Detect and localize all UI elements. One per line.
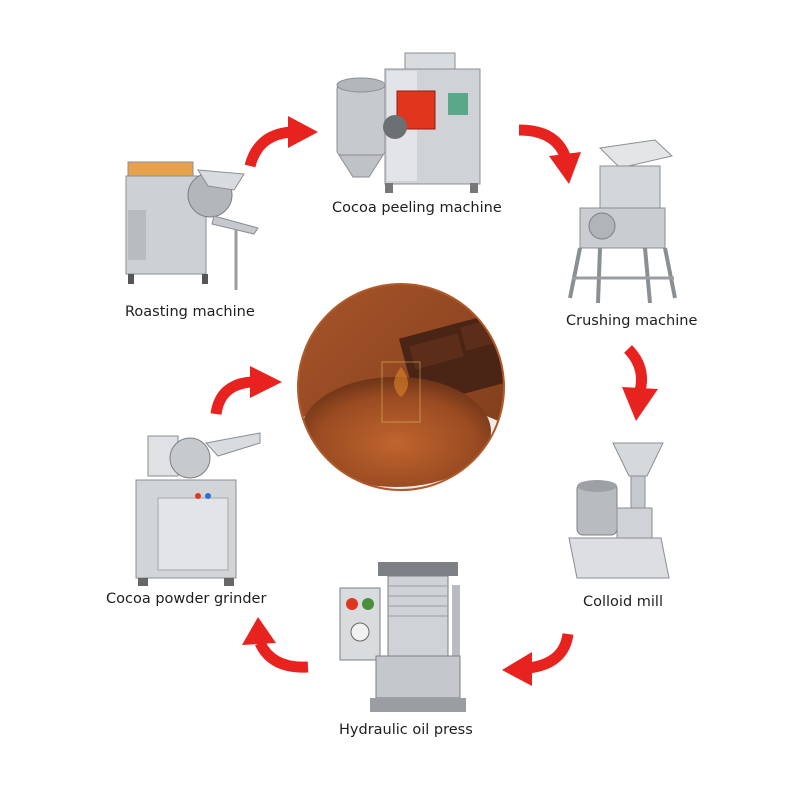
arrow-crushing-to-colloid [622, 345, 658, 421]
crushing-machine-icon [568, 139, 677, 304]
step-label-peeling: Cocoa peeling machine [332, 200, 502, 216]
cocoa-powder-photo [297, 283, 505, 491]
step-label-grinder: Cocoa powder grinder [106, 591, 267, 607]
cocoa-powder-grinder-icon [135, 432, 261, 586]
cocoa-peeling-machine-icon [336, 52, 481, 193]
step-label-crushing: Crushing machine [566, 313, 698, 329]
hydraulic-oil-press-icon [339, 562, 466, 712]
colloid-mill-icon [568, 442, 670, 579]
step-label-colloid: Colloid mill [583, 594, 663, 610]
arrow-press-to-grinder [242, 617, 309, 673]
arrow-roasting-to-peeling [244, 116, 318, 168]
roasting-machine-icon [125, 161, 259, 290]
arrow-peeling-to-crushing [518, 124, 581, 184]
arrow-colloid-to-press [502, 632, 574, 686]
step-label-roasting: Roasting machine [125, 304, 255, 320]
step-label-press: Hydraulic oil press [339, 722, 473, 738]
arrow-grinder-to-center [210, 366, 282, 416]
